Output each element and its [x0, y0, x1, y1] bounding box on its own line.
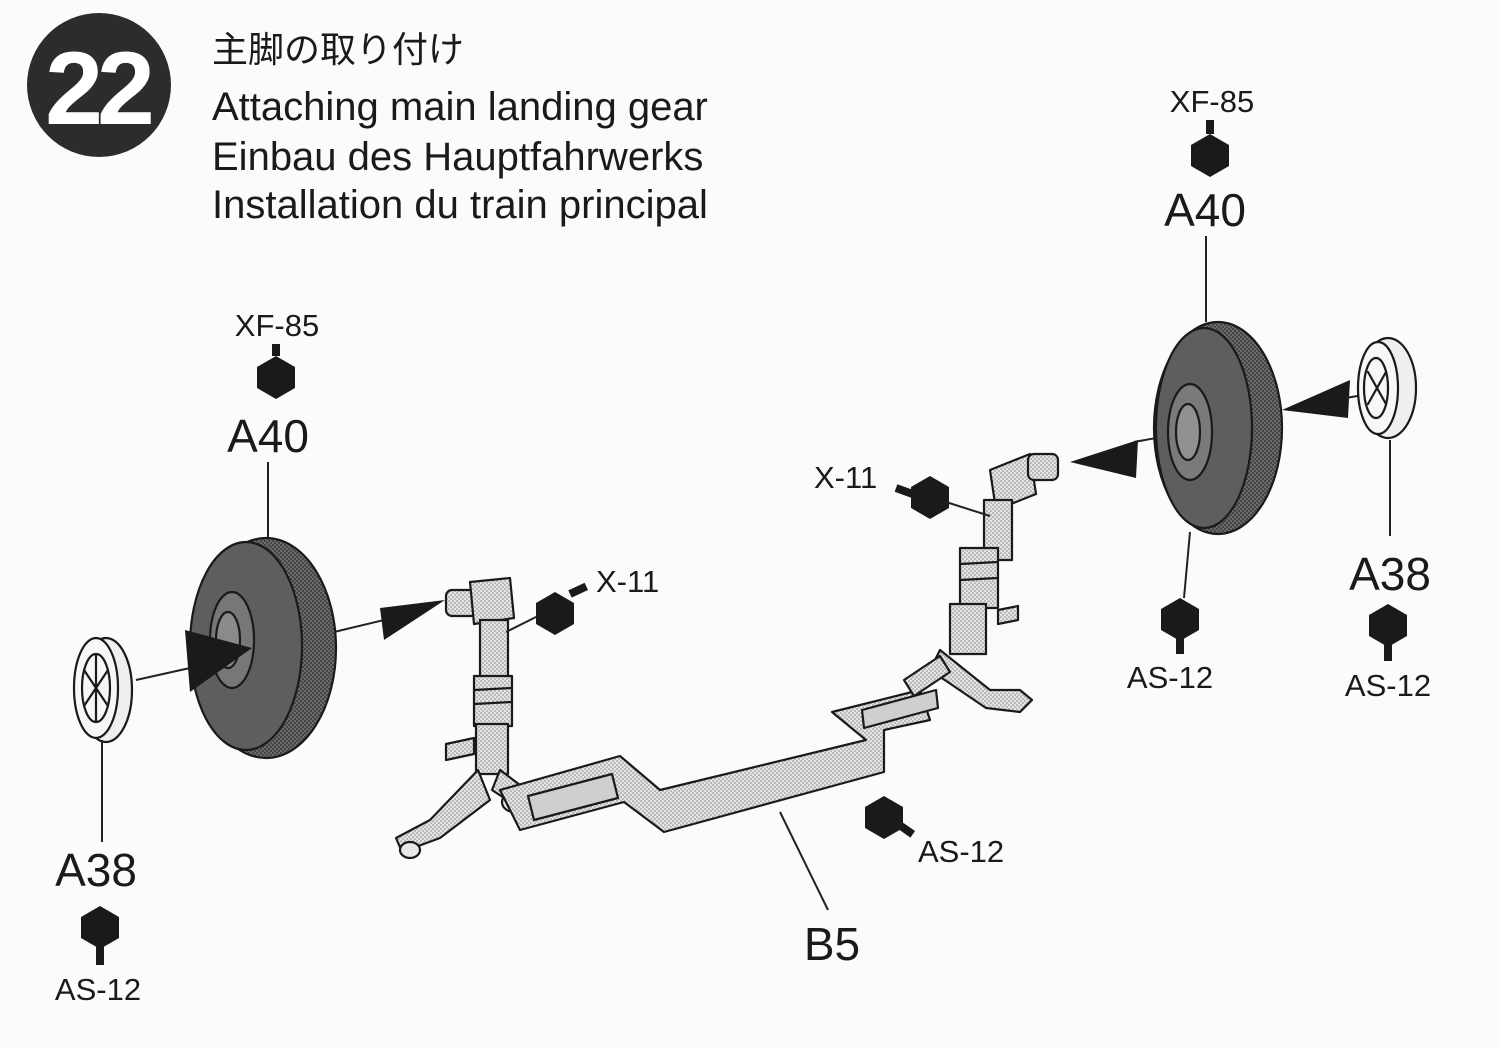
axle-beam-paint-hex-icon: [865, 796, 916, 839]
axle-beam-part-label: B5: [804, 918, 860, 970]
left-strut-paint-hex-icon: [536, 582, 589, 635]
title-german: Einbau des Hauptfahrwerks: [212, 135, 703, 179]
right-tire-hub-paint-label: AS-12: [1127, 660, 1213, 695]
left-hub: [72, 636, 134, 744]
right-tire-part-label: A40: [1164, 184, 1246, 236]
left-tire-paint-label: XF-85: [235, 308, 319, 343]
right-tire-paint-hex-icon: [1191, 120, 1229, 177]
title-french: Installation du train principal: [212, 183, 708, 227]
left-strut: [394, 576, 542, 860]
right-tire: [1152, 320, 1284, 536]
right-strut-paint-label: X-11: [814, 460, 877, 495]
left-tire-to-strut-line: [333, 619, 385, 633]
left-tire-arrow-icon: [380, 600, 445, 640]
step-badge-circle: [27, 13, 171, 157]
right-tire-hub-leader: [1183, 531, 1191, 599]
axle-beam-paint-label: AS-12: [918, 834, 1004, 869]
right-tire-paint-label: XF-85: [1170, 84, 1254, 119]
left-hub-part-label: A38: [55, 844, 137, 896]
left-tire: [188, 536, 338, 760]
axle-beam-leader: [779, 811, 829, 911]
right-strut-paint-hex-icon: [894, 476, 949, 519]
left-tire-paint-hex-icon: [257, 344, 295, 399]
left-hub-arrow-icon: [185, 630, 252, 692]
right-tire-arrow-icon: [1070, 440, 1138, 478]
right-tire-hub-paint-hex-icon: [1161, 598, 1199, 654]
left-strut-leader: [505, 615, 539, 633]
step-badge: 22: [27, 13, 171, 157]
left-strut-paint-label: X-11: [596, 564, 659, 599]
left-hub-paint-label: AS-12: [55, 972, 141, 1007]
right-hub-part-label: A38: [1349, 548, 1431, 600]
left-hub-to-tire-line: [135, 667, 191, 681]
left-hub-paint-hex-icon: [81, 906, 119, 965]
left-tire-part-label: A40: [227, 410, 309, 462]
right-hub-arrow-icon: [1282, 380, 1350, 418]
step-number: 22: [45, 31, 151, 147]
right-hub: [1356, 336, 1418, 440]
right-hub-paint-label: AS-12: [1345, 668, 1431, 703]
right-strut-leader: [945, 501, 991, 517]
title-english: Attaching main landing gear: [212, 85, 708, 129]
title-japanese: 主脚の取り付け: [212, 30, 464, 71]
axle-beam: [498, 688, 940, 834]
right-hub-paint-hex-icon: [1369, 604, 1407, 661]
right-strut: [902, 452, 1060, 714]
